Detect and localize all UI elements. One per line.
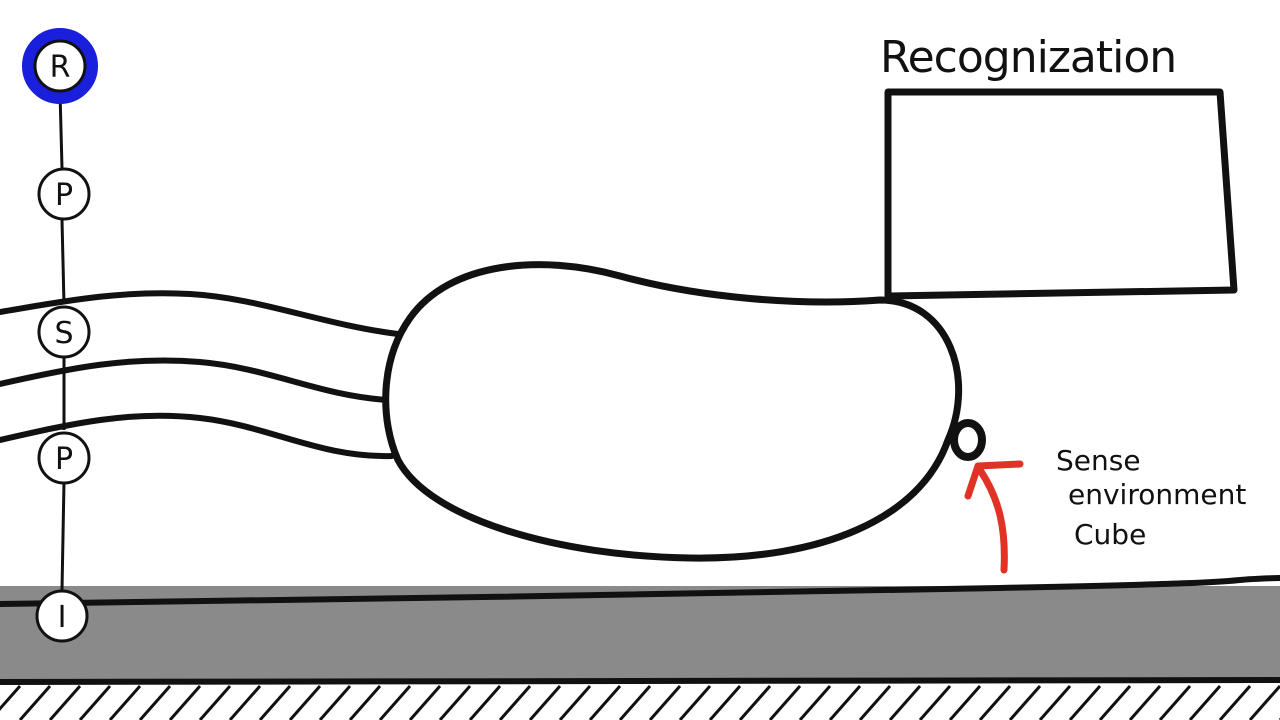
floor	[0, 575, 1280, 720]
hatch-line	[558, 685, 592, 720]
hatch-line	[198, 685, 232, 720]
hatch-line	[228, 685, 262, 720]
hatch-line	[1188, 685, 1222, 720]
hatch-line	[828, 685, 862, 720]
hatch-line	[678, 685, 712, 720]
hatch-line	[888, 685, 922, 720]
hatch-line	[288, 685, 322, 720]
timeline-line	[58, 91, 66, 591]
hatch-line	[498, 685, 532, 720]
hatch-line	[708, 685, 742, 720]
timeline-node-letter: S	[54, 316, 73, 351]
sensor: Sense environment Cube	[950, 419, 1246, 574]
hatch-line	[18, 685, 52, 720]
cable-top	[0, 290, 401, 337]
timeline-node-letter: I	[58, 600, 67, 635]
hatch-line	[78, 685, 112, 720]
hatch-line	[858, 685, 892, 720]
hatch-line	[768, 685, 802, 720]
hatch-line	[378, 685, 412, 720]
hatch-line	[1218, 685, 1252, 720]
timeline-node[interactable]: P	[37, 167, 91, 221]
hatch-line	[618, 685, 652, 720]
robot-body	[382, 261, 963, 562]
hatch-line	[1008, 685, 1042, 720]
hatch-line	[138, 685, 172, 720]
hatch-line	[648, 685, 682, 720]
hatch-line	[258, 685, 292, 720]
hatch-line	[978, 685, 1012, 720]
hatch-line	[798, 685, 832, 720]
hatch-line	[1158, 685, 1192, 720]
hatch-line	[0, 685, 22, 711]
active-highlight-ring	[22, 28, 98, 104]
hatch-line	[468, 685, 502, 720]
hatch-line	[1128, 685, 1162, 720]
timeline-node-circle	[37, 167, 91, 221]
timeline-node-letter: P	[55, 178, 73, 213]
timeline-node-letter: P	[55, 442, 73, 477]
recognition-box	[884, 88, 1238, 300]
recognition-title: Recognization	[880, 32, 1176, 83]
hatch-line	[738, 685, 772, 720]
red-arrow-up-icon	[964, 460, 1024, 574]
timeline-node[interactable]: P	[37, 431, 91, 485]
cable-middle	[0, 357, 391, 403]
recognition-panel: Recognization	[880, 32, 1238, 300]
hatch-line	[1068, 685, 1102, 720]
hatch-line	[438, 685, 472, 720]
hatch-line	[108, 685, 142, 720]
timeline-node-circle	[37, 305, 91, 359]
hatch-line	[948, 685, 982, 720]
hatch-line	[48, 685, 82, 720]
hatch-line	[408, 685, 442, 720]
floor-top-edge	[0, 575, 1280, 607]
timeline-node-circle	[35, 589, 89, 643]
sensor-label-line-2: environment	[1068, 478, 1246, 511]
hatch-line	[168, 685, 202, 720]
sensor-label-line-3: Cube	[1074, 518, 1146, 551]
hatch-line	[1038, 685, 1072, 720]
hatch-line	[318, 685, 352, 720]
floor-bottom-edge	[0, 677, 1280, 685]
hatch-line	[588, 685, 622, 720]
timeline-node[interactable]: I	[35, 589, 89, 643]
hatch-line	[1098, 685, 1132, 720]
floor-hatching	[0, 685, 1280, 720]
hatch-line	[348, 685, 382, 720]
sensor-label-line-1: Sense	[1056, 444, 1141, 477]
timeline-node-circle	[33, 39, 87, 93]
timeline-node-letter: R	[50, 50, 71, 85]
timeline-node[interactable]: R	[33, 39, 87, 93]
state-timeline: R P S P I	[22, 28, 98, 643]
timeline-node-circle	[37, 431, 91, 485]
timeline-node[interactable]: S	[37, 305, 91, 359]
hatch-line	[528, 685, 562, 720]
sensor-ring-icon	[950, 419, 986, 461]
hatch-line	[1248, 685, 1280, 720]
timeline-nodes: R P S P I	[33, 39, 91, 643]
hatch-line	[918, 685, 952, 720]
